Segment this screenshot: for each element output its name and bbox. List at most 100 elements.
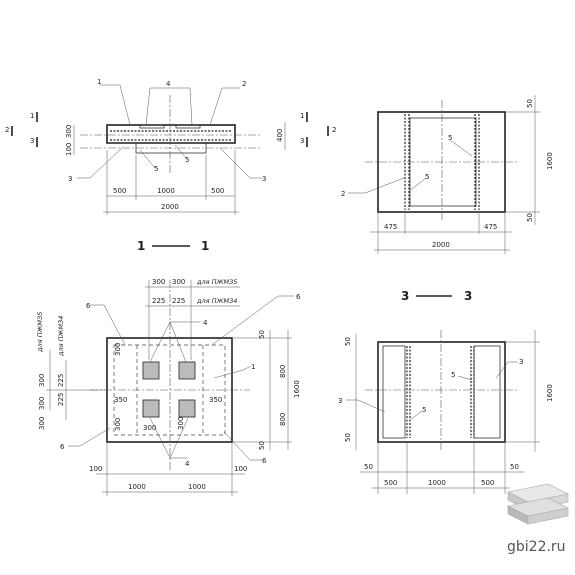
right-dim-1600: 1600 [293,380,301,398]
leader-5-top-label: 5 [448,134,452,142]
section-3-title-left: 3 [401,289,409,303]
s33-dim-50-top: 50 [344,337,352,346]
embedded-plate-1 [139,124,165,129]
leader-6-tl-label: 6 [86,302,91,310]
bottom-dim-1000b: 1000 [188,483,206,491]
section33-outline [377,341,506,443]
leader-4 [145,87,193,126]
leader-6-tr-label: 6 [296,293,301,301]
dim-top-50: 50 [526,99,534,108]
leader-1-reinf [213,365,252,379]
cut-mark-left-1: 1 [30,112,34,120]
dim-500b: 500 [211,187,224,195]
right-dim-800a: 800 [279,365,287,378]
inner-dim-350b: 350 [209,396,222,404]
stacked-slabs-icon [507,483,569,525]
leader-5b-label: 5 [154,165,158,173]
leader-5-3-bot-label: 5 [422,406,426,414]
note-pzhmz4-left: для ПЖМЗ4 [57,316,65,357]
leader-3-left [346,399,386,413]
inner-dim-300b: 300 [114,418,122,431]
bottom-dim-1000a: 1000 [128,483,146,491]
leader-3a-label: 3 [68,175,72,183]
top-dim-300a: 300 [152,278,165,286]
plate-top-left [142,361,160,380]
note-pzhmz5-left: для ПЖМЗ5 [36,312,44,353]
left-dim-300c: 300 [38,417,46,430]
leader-1-reinf-label: 1 [251,363,255,371]
right-dim-800b: 800 [279,413,287,426]
plate-bot-right [178,399,196,418]
leader-5-mid-label: 5 [425,173,429,181]
dim-bot-50: 50 [526,213,534,222]
s33-dim-1000: 1000 [428,479,446,487]
leader-1-label: 1 [97,78,101,86]
top-dim-225b: 225 [172,297,185,305]
cut-mark-right-3: 3 [300,137,304,145]
dim-1000: 1000 [157,187,175,195]
bottom-dim-100-right: 100 [234,465,247,473]
leader-4-bot-label: 4 [185,460,190,468]
leader-3-right-label: 3 [519,358,523,366]
s33-dim-50-bot: 50 [344,433,352,442]
section33-rib-right [473,345,501,439]
leader-5a [174,144,187,159]
brand-logo: gbi22.ru [507,483,569,555]
section-3-title-right: 3 [464,289,472,303]
s33-dim-50-right: 50 [510,463,519,471]
dim-1600: 1600 [546,152,554,170]
leader-3b [219,147,262,179]
dim-2000-plan: 2000 [432,241,450,249]
inner-dim-300: 300 [143,424,156,432]
leader-6-br [223,431,262,461]
inner-dim-300c: 300 [177,417,185,430]
top-dim-300b: 300 [172,278,185,286]
leader-6-bl [68,427,111,447]
reinforcement-plan-view: 300 300 для ПЖМЗ5 225 225 для ПЖМЗ4 6 6 … [36,278,301,496]
leader-6-tr [211,295,294,346]
leader-2-label: 2 [242,80,246,88]
left-dim-225a: 225 [57,374,65,387]
leader-3a [77,147,123,179]
dim-500a: 500 [113,187,126,195]
leader-4-top-label: 4 [203,319,208,327]
right-dim-50-bot: 50 [258,441,266,450]
leader-6-tl [90,304,126,346]
top-dim-225a: 225 [152,297,165,305]
s33-dim-500b: 500 [481,479,494,487]
plan-view: 5 5 2 50 1600 50 475 475 2000 [341,95,554,254]
cut-mark-left-3: 3 [30,137,34,145]
left-dim-300b: 300 [38,397,46,410]
leader-3b-label: 3 [262,175,266,183]
inner-dim-300a: 300 [114,343,122,356]
right-dim-50-top: 50 [258,330,266,339]
dim-475b: 475 [484,223,497,231]
s33-dim-50-left: 50 [364,463,373,471]
leader-3-right [495,361,518,379]
section-title-left: 1 [137,239,145,253]
leader-2-plan [348,177,405,194]
leader-3-left-label: 3 [338,397,342,405]
note-pzhmz4-top: для ПЖМЗ4 [196,297,237,305]
leader-4-top [149,321,200,363]
bottom-dim-100-left: 100 [89,465,102,473]
dim-400: 400 [276,129,284,142]
leader-5-3-bot [409,410,423,421]
dim-475a: 475 [384,223,397,231]
leader-1 [100,84,131,126]
s33-dim-500a: 500 [384,479,397,487]
section-3-3-view: 3 3 5 3 3 5 50 50 1600 5 [338,289,554,494]
dim-100: 100 [65,143,73,156]
section-title-right: 1 [201,239,209,253]
leader-5-3-top-label: 5 [451,371,455,379]
leader-4-label: 4 [166,80,171,88]
note-pzhmz5-top: для ПЖМЗ5 [196,278,237,286]
leader-5a-label: 5 [185,156,189,164]
section-1-1-view: 1 4 2 5 5 3 3 1 2 3 1 2 3 300 100 400 [5,78,336,253]
inner-dim-350a: 350 [114,396,127,404]
section33-rib-left [382,345,406,439]
plate-bot-left [142,399,160,418]
left-dim-300a: 300 [38,374,46,387]
leader-2 [209,87,240,126]
